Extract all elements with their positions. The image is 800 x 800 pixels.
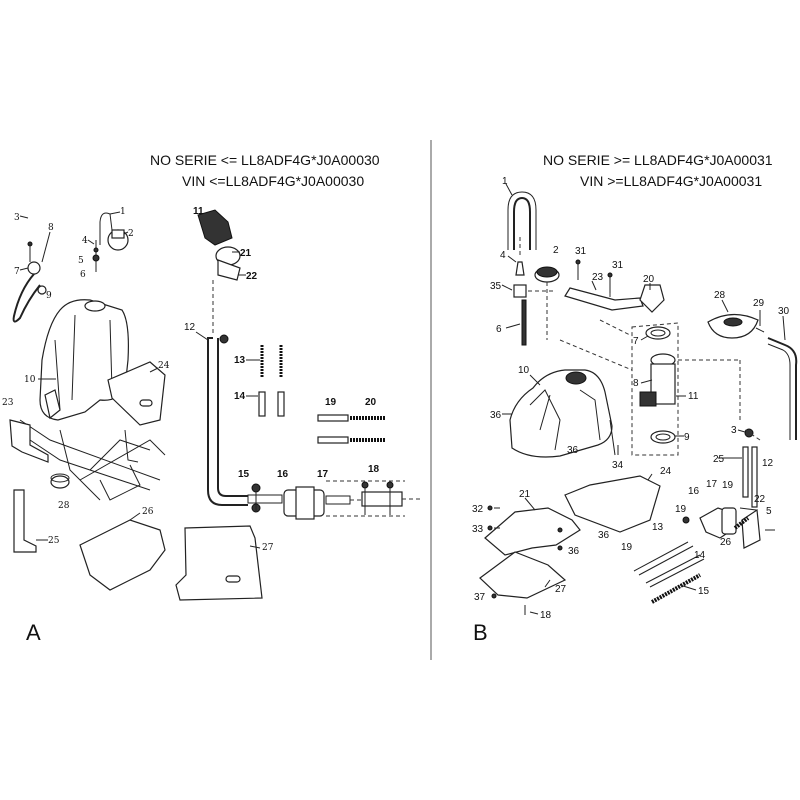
callout-b-9: 9: [684, 432, 690, 443]
callout-b-19c: 19: [722, 480, 734, 491]
callout-b-23: 23: [592, 272, 604, 283]
callout-a-9: 9: [46, 291, 52, 301]
callout-a-19: 19: [325, 397, 337, 408]
panel-b-header-line2: VIN >=LL8ADF4G*J0A00031: [580, 173, 762, 189]
callout-a-17: 17: [317, 469, 329, 480]
callout-b-6: 6: [496, 324, 502, 335]
callout-a-28: 28: [58, 501, 70, 511]
callout-a-4: 4: [82, 236, 88, 246]
callout-a-13: 13: [234, 355, 246, 366]
callout-b-36a: 36: [490, 410, 502, 421]
callout-b-26: 26: [720, 537, 732, 548]
callout-a-5: 5: [78, 256, 84, 266]
callout-b-22: 22: [754, 494, 766, 505]
callout-b-8: 8: [633, 378, 639, 389]
callout-a-12: 12: [184, 322, 196, 333]
callout-a-23: 23: [2, 398, 14, 408]
callout-a-3: 3: [14, 213, 20, 223]
callout-a-14: 14: [234, 391, 246, 402]
callout-b-10: 10: [518, 365, 530, 376]
callout-b-2: 2: [553, 245, 559, 256]
callout-b-28: 28: [714, 290, 726, 301]
callout-b-12: 12: [762, 458, 774, 469]
callout-b-1: 1: [502, 176, 508, 187]
callout-a-20: 20: [365, 397, 377, 408]
callout-b-18: 18: [540, 610, 552, 621]
callout-b-25: 25: [713, 454, 725, 465]
callout-b-15: 15: [698, 586, 710, 597]
panel-b-callouts: 1 2 3 4 5 6 7 8 9 10 11 12 13 14 15 16 1…: [472, 176, 790, 621]
callout-a-22: 22: [246, 271, 258, 282]
panel-a-callouts: 1 2 3 4 5 6 7 8 9 10 11 12 13 14 15 16 1…: [2, 206, 380, 553]
callout-b-36c: 36: [598, 530, 610, 541]
callout-b-30: 30: [778, 306, 790, 317]
callout-a-2: 2: [128, 229, 134, 239]
callout-b-17: 17: [706, 479, 718, 490]
callout-a-21: 21: [240, 248, 252, 259]
callout-b-13: 13: [652, 522, 664, 533]
callout-b-24: 24: [660, 466, 672, 477]
callout-b-27: 27: [555, 584, 567, 595]
callout-b-31a: 31: [575, 246, 587, 257]
callout-b-31b: 31: [612, 260, 624, 271]
callout-b-36d: 36: [568, 546, 580, 557]
callout-b-33: 33: [472, 524, 484, 535]
callout-a-27: 27: [262, 543, 274, 553]
callout-a-11: 11: [193, 206, 204, 217]
panel-a-drawing: [9, 209, 420, 601]
callout-a-7: 7: [14, 267, 20, 277]
callout-b-19b: 19: [621, 542, 633, 553]
callout-b-3: 3: [731, 425, 737, 436]
callout-a-15: 15: [238, 469, 250, 480]
callout-a-10: 10: [24, 375, 36, 385]
callout-b-4: 4: [500, 250, 506, 261]
callout-b-29: 29: [753, 298, 765, 309]
callout-b-20: 20: [643, 274, 655, 285]
callout-b-14: 14: [694, 550, 706, 561]
panel-b-label: B: [473, 620, 488, 645]
callout-b-16: 16: [688, 486, 700, 497]
callout-b-7: 7: [633, 336, 639, 347]
callout-a-18: 18: [368, 464, 380, 475]
callout-a-1: 1: [120, 207, 126, 217]
callout-b-32: 32: [472, 504, 484, 515]
callout-b-19a: 19: [675, 504, 687, 515]
panel-b-header-line1: NO SERIE >= LL8ADF4G*J0A00031: [543, 152, 773, 168]
panel-a-label: A: [26, 620, 41, 645]
panel-b-drawing: [479, 191, 798, 615]
callout-a-24: 24: [158, 361, 170, 371]
callout-a-8: 8: [48, 223, 54, 233]
callout-b-36b: 36: [567, 445, 579, 456]
callout-a-26: 26: [142, 507, 154, 517]
panel-a-header-line2: VIN <=LL8ADF4G*J0A00030: [182, 173, 364, 189]
panel-a-header-line1: NO SERIE <= LL8ADF4G*J0A00030: [150, 152, 380, 168]
callout-a-25: 25: [48, 536, 60, 546]
callout-a-6: 6: [80, 270, 86, 280]
callout-b-34: 34: [612, 460, 624, 471]
callout-b-35: 35: [490, 281, 502, 292]
callout-b-21: 21: [519, 489, 531, 500]
callout-b-37: 37: [474, 592, 486, 603]
callout-b-11: 11: [688, 391, 699, 402]
callout-a-16: 16: [277, 469, 289, 480]
callout-b-5: 5: [766, 506, 772, 517]
